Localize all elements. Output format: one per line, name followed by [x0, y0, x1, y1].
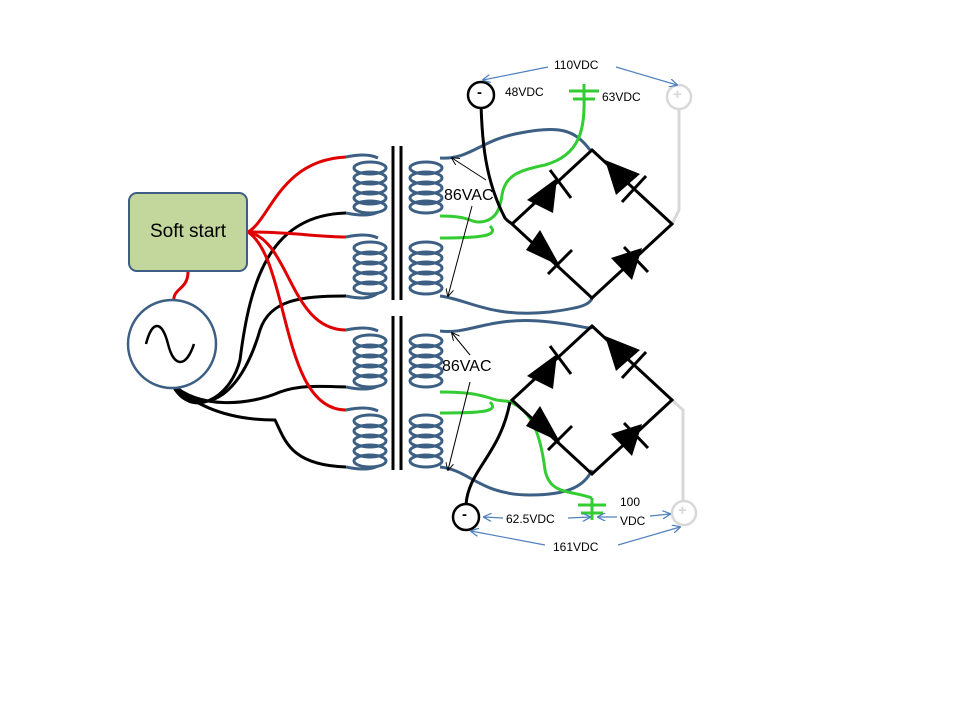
primary-coil-1: [345, 153, 388, 217]
line-wires: [172, 155, 347, 412]
lower-positive-sign: +: [678, 502, 687, 519]
diode-icon: [611, 245, 650, 280]
bridge-rectifier-lower: [509, 323, 675, 477]
lower-right-voltage-line2: VDC: [620, 514, 646, 528]
transformer-1-voltage: 86VAC: [444, 187, 494, 204]
negative-terminal-lower: [451, 502, 481, 532]
ac-source: [126, 298, 218, 390]
secondary-coil-1: [408, 160, 444, 215]
lower-total-voltage: 161VDC: [553, 540, 599, 554]
secondary-coil-4: [408, 413, 444, 469]
neutral-wires: [170, 211, 347, 469]
measurement-arrows: [471, 66, 680, 546]
soft-start-label: Soft start: [149, 221, 227, 242]
lower-right-voltage-line1: 100: [620, 495, 641, 509]
diode-icon: [611, 421, 650, 456]
diode-icon: [526, 406, 574, 452]
sine-wave-icon: [144, 324, 196, 364]
positive-wires: [670, 106, 685, 502]
primary-coil-4: [345, 406, 388, 471]
primary-coil-3: [345, 326, 388, 391]
diode-icon: [527, 169, 573, 213]
tap-terminal-upper: [569, 84, 599, 101]
upper-right-voltage: 63VDC: [602, 90, 641, 104]
upper-positive-sign: +: [673, 86, 682, 103]
negative-terminal-upper: [466, 80, 496, 110]
diode-icon: [527, 345, 573, 389]
primary-windings: [345, 153, 388, 471]
lower-negative-sign: -: [462, 506, 467, 523]
positive-terminal-upper: [665, 83, 693, 111]
diode-icon: [605, 336, 648, 380]
lower-left-voltage: 62.5VDC: [506, 512, 555, 526]
diode-icon: [605, 160, 648, 204]
tap-wires: [439, 94, 593, 500]
vac-arrows: [448, 158, 487, 470]
diode-icon: [526, 230, 574, 276]
upper-negative-sign: -: [477, 84, 482, 101]
soft-start-box: Soft start: [128, 192, 248, 272]
secondary-windings: [408, 127, 594, 497]
primary-coil-2: [345, 233, 388, 300]
transformer-cores: [391, 146, 403, 470]
transformer-2-voltage: 86VAC: [442, 358, 492, 375]
positive-terminal-lower: [670, 499, 698, 527]
secondary-coil-2: [408, 240, 444, 296]
bridge-rectifier-upper: [509, 147, 675, 301]
secondary-coil-3: [408, 333, 444, 389]
upper-total-voltage: 110VDC: [554, 58, 599, 72]
upper-left-voltage: 48VDC: [505, 85, 544, 99]
